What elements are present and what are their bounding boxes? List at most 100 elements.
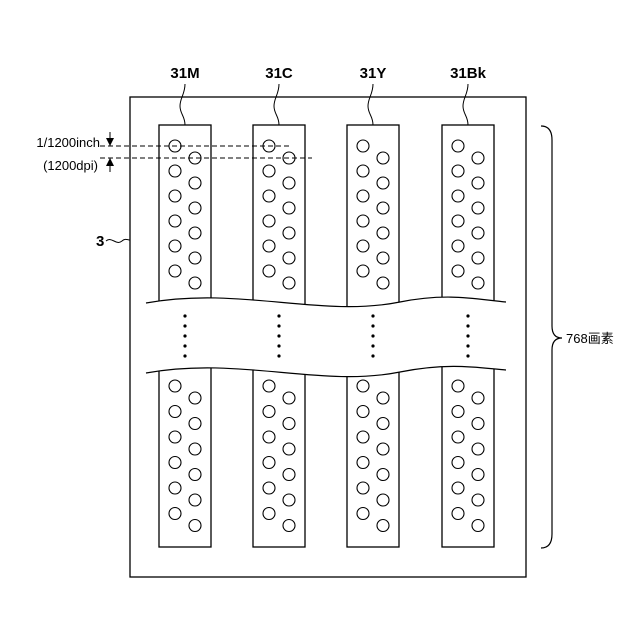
nozzle — [189, 392, 201, 404]
nozzle — [452, 482, 464, 494]
nozzle — [263, 431, 275, 443]
nozzle — [377, 418, 389, 430]
nozzle — [169, 265, 181, 277]
nozzle — [357, 431, 369, 443]
nozzle — [452, 140, 464, 152]
nozzle — [472, 202, 484, 214]
ellipsis-dot — [277, 324, 280, 327]
nozzle — [283, 252, 295, 264]
pitch-arrowhead-lower — [106, 158, 114, 166]
nozzle — [189, 418, 201, 430]
nozzle — [283, 277, 295, 289]
nozzle — [452, 380, 464, 392]
nozzle — [357, 457, 369, 469]
nozzle — [472, 494, 484, 506]
nozzle — [169, 190, 181, 202]
head-labels: 31M31C31Y31Bk — [170, 65, 486, 125]
nozzle — [263, 215, 275, 227]
nozzle — [189, 202, 201, 214]
ellipsis-dot — [371, 324, 374, 327]
nozzle — [357, 380, 369, 392]
nozzle — [169, 457, 181, 469]
nozzle — [263, 240, 275, 252]
unit-label: 3 — [96, 233, 104, 250]
nozzle — [189, 227, 201, 239]
nozzle — [472, 392, 484, 404]
ellipsis-dot — [371, 334, 374, 337]
ellipsis-dot — [371, 314, 374, 317]
nozzle — [472, 418, 484, 430]
ellipsis-dot — [466, 334, 469, 337]
nozzle — [283, 494, 295, 506]
nozzle — [377, 202, 389, 214]
ellipsis-dot — [183, 314, 186, 317]
nozzle — [377, 520, 389, 532]
dpi-label: (1200dpi) — [43, 158, 98, 173]
nozzle — [189, 494, 201, 506]
ellipsis-dot — [183, 344, 186, 347]
nozzle — [263, 165, 275, 177]
head-leader — [463, 84, 468, 125]
nozzle — [263, 380, 275, 392]
nozzle — [189, 277, 201, 289]
nozzle — [263, 406, 275, 418]
head-leader — [180, 84, 185, 125]
nozzle — [169, 406, 181, 418]
nozzle — [169, 165, 181, 177]
nozzle — [169, 482, 181, 494]
nozzle — [452, 190, 464, 202]
nozzle — [377, 494, 389, 506]
nozzle — [263, 190, 275, 202]
nozzle — [169, 240, 181, 252]
nozzle — [357, 508, 369, 520]
nozzle — [357, 482, 369, 494]
head-leader — [368, 84, 373, 125]
nozzle — [377, 392, 389, 404]
ellipsis-dot — [277, 344, 280, 347]
nozzle — [189, 177, 201, 189]
nozzle — [472, 277, 484, 289]
pitch-arrowhead-upper — [106, 138, 114, 146]
nozzle — [283, 469, 295, 481]
nozzle — [452, 457, 464, 469]
nozzle — [263, 457, 275, 469]
nozzle — [283, 227, 295, 239]
nozzle — [377, 252, 389, 264]
nozzle — [452, 508, 464, 520]
pixel-count-label: 768画素 — [566, 331, 614, 346]
nozzle — [377, 227, 389, 239]
nozzle — [357, 265, 369, 277]
ellipsis-dot — [466, 344, 469, 347]
nozzle — [169, 380, 181, 392]
nozzle — [283, 443, 295, 455]
nozzle — [169, 215, 181, 227]
break-band — [146, 297, 506, 377]
nozzle — [283, 418, 295, 430]
ellipsis-dot — [371, 344, 374, 347]
nozzle — [472, 469, 484, 481]
nozzle — [472, 443, 484, 455]
ellipsis-dot — [277, 354, 280, 357]
unit-leader — [106, 239, 130, 242]
pitch-label: 1/1200inch — [36, 135, 100, 150]
pixel-count-brace — [541, 126, 562, 548]
nozzle — [452, 406, 464, 418]
ellipsis-dot — [277, 314, 280, 317]
nozzle — [283, 392, 295, 404]
nozzle — [263, 482, 275, 494]
nozzle — [472, 252, 484, 264]
ellipsis-dot — [183, 334, 186, 337]
nozzle — [452, 265, 464, 277]
nozzle — [263, 508, 275, 520]
nozzle — [357, 140, 369, 152]
nozzle — [472, 177, 484, 189]
ellipsis-dot — [466, 354, 469, 357]
nozzle — [357, 190, 369, 202]
nozzle — [472, 520, 484, 532]
nozzle — [472, 227, 484, 239]
nozzle — [189, 252, 201, 264]
nozzle — [189, 443, 201, 455]
nozzle — [283, 202, 295, 214]
ellipsis-dot — [371, 354, 374, 357]
